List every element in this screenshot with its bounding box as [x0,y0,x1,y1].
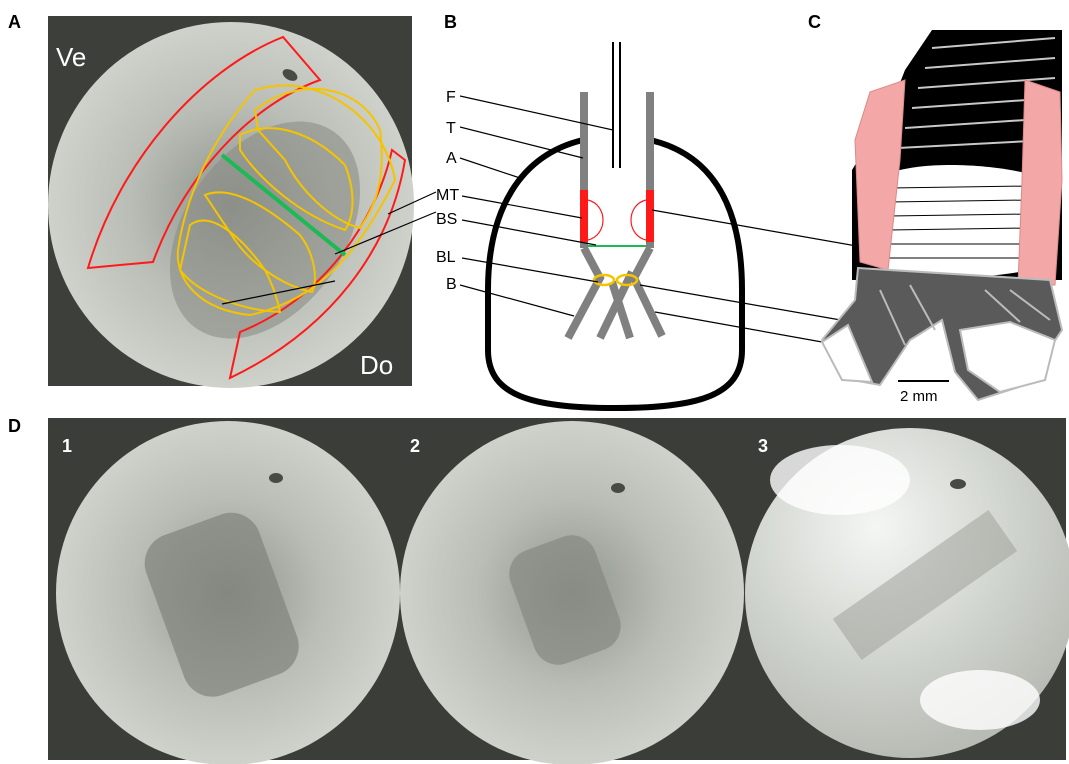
leader-bs [462,220,596,245]
panel-c-pink-tissue-right [1018,80,1062,285]
panel-d-frame-3-number: 3 [758,436,768,456]
panel-b-bronchus-2 [634,248,662,336]
panel-d-frame-2-number: 2 [410,436,420,456]
panel-b-red-arc-right [631,200,646,240]
label-t: T [446,120,456,137]
label-b: B [446,276,457,293]
label-bl: BL [436,249,456,266]
leader-mt [462,196,582,218]
leader-c-bronchi-2 [655,312,822,342]
label-a: A [446,150,457,167]
panel-b-bronchus-1 [568,248,600,338]
label-mt: MT [436,187,459,204]
leader-c-bronchi-1 [640,285,852,322]
panel-d-frame-3-speck [950,479,966,489]
panel-letter-c: C [808,12,821,32]
panel-a: A Ve Do [8,12,414,388]
panel-b-body-outline [488,140,742,408]
panel-letter-b: B [444,12,457,32]
panel-d-frame-1-speck [269,473,283,483]
leader-t [460,127,583,158]
label-f: F [446,89,456,106]
panel-c: C [808,12,1062,405]
panel-a-ventral-label: Ve [56,42,86,72]
panel-letter-a: A [8,12,21,32]
leader-bl [462,258,598,282]
panel-a-dorsal-label: Do [360,350,393,380]
leader-a [460,158,520,178]
panel-b-red-segment-right [646,190,654,242]
panel-letter-d: D [8,416,21,436]
panel-c-lumen [885,165,1032,277]
panel-d-frame-1-number: 1 [62,436,72,456]
panel-d: D 1 2 3 [8,416,1069,764]
leader-b [460,285,574,316]
panel-d-frame-3-highlight-2 [770,445,910,515]
panel-b-red-arc-left [588,200,603,240]
label-bs: BS [436,211,457,228]
panel-d-frame-3-highlight-1 [920,670,1040,730]
leader-f [460,96,613,130]
panel-d-frame-2-speck [611,483,625,493]
panel-b-red-segment-left [580,190,588,242]
panel-c-scale-label: 2 mm [900,388,938,405]
